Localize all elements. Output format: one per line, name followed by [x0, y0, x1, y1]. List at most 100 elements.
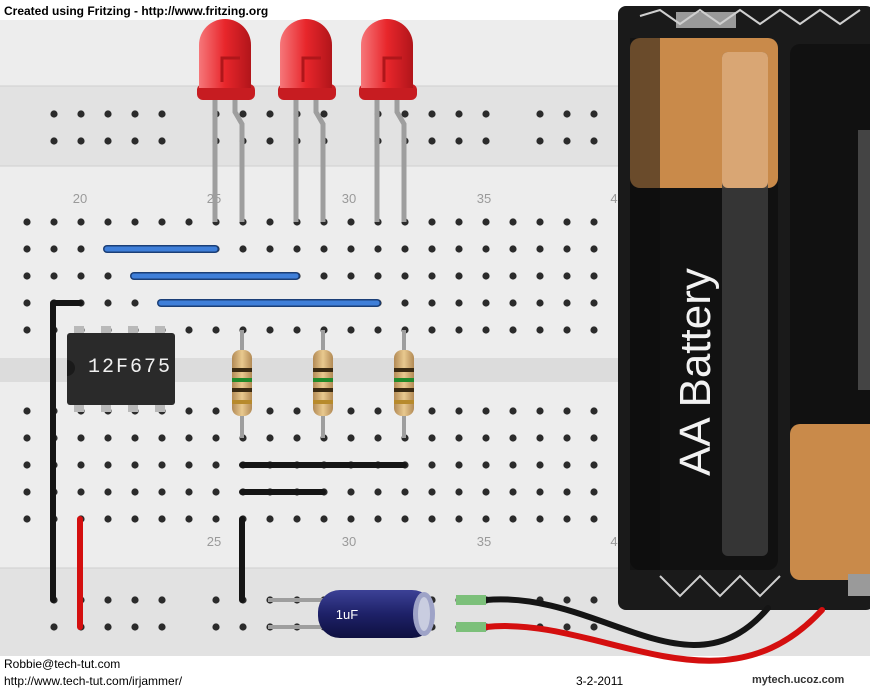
led-group — [197, 19, 417, 222]
breadboard-hole — [428, 299, 436, 307]
breadboard-hole — [158, 137, 166, 145]
breadboard-hole — [212, 461, 220, 469]
battery-red-lead — [483, 607, 825, 664]
breadboard-hole — [77, 434, 85, 442]
breadboard-hole — [455, 245, 463, 253]
breadboard-hole — [536, 515, 544, 523]
breadboard-hole — [590, 623, 598, 631]
breadboard-hole — [131, 623, 139, 631]
breadboard-hole — [293, 245, 301, 253]
breadboard-hole — [455, 299, 463, 307]
breadboard-hole — [509, 299, 517, 307]
breadboard-hole — [266, 218, 274, 226]
breadboard-hole — [239, 245, 247, 253]
breadboard-hole — [590, 245, 598, 253]
breadboard-hole — [590, 218, 598, 226]
breadboard-hole — [455, 272, 463, 280]
breadboard-hole — [482, 515, 490, 523]
breadboard-hole — [131, 434, 139, 442]
breadboard-hole — [266, 326, 274, 334]
breadboard-hole — [293, 407, 301, 415]
breadboard-hole — [23, 515, 31, 523]
breadboard-hole — [455, 110, 463, 118]
breadboard-hole — [482, 110, 490, 118]
breadboard-hole — [266, 434, 274, 442]
col-label-30-bottom: 30 — [342, 534, 356, 549]
breadboard-hole — [455, 218, 463, 226]
red-led-1 — [197, 19, 255, 222]
breadboard-hole — [158, 461, 166, 469]
breadboard-hole — [509, 245, 517, 253]
breadboard-hole — [536, 137, 544, 145]
breadboard-hole — [23, 407, 31, 415]
breadboard-hole — [590, 299, 598, 307]
breadboard-hole — [266, 245, 274, 253]
breadboard-hole — [23, 326, 31, 334]
capacitor-label: 1uF — [336, 607, 358, 622]
breadboard-hole — [185, 488, 193, 496]
project-date: 3-2-2011 — [576, 674, 624, 688]
col-label-20: 20 — [73, 191, 87, 206]
breadboard-hole — [428, 272, 436, 280]
black-wire-left — [50, 300, 83, 603]
red-led-2 — [278, 19, 336, 222]
breadboard-hole — [536, 434, 544, 442]
breadboard-hole — [536, 488, 544, 496]
breadboard-hole — [563, 407, 571, 415]
wires — [50, 245, 825, 664]
breadboard-hole — [158, 488, 166, 496]
breadboard-hole — [239, 110, 247, 118]
breadboard-hole — [158, 623, 166, 631]
breadboard-hole — [482, 299, 490, 307]
resistor-1 — [232, 330, 252, 438]
breadboard-hole — [428, 218, 436, 226]
breadboard-hole — [482, 488, 490, 496]
breadboard-hole — [401, 515, 409, 523]
breadboard-hole — [590, 110, 598, 118]
battery-spring-bottom — [659, 574, 781, 598]
breadboard-hole — [158, 515, 166, 523]
breadboard-hole — [563, 137, 571, 145]
breadboard-hole — [185, 434, 193, 442]
breadboard-hole — [50, 137, 58, 145]
breadboard-hole — [104, 110, 112, 118]
breadboard-hole — [131, 137, 139, 145]
col-label-40: 4 — [610, 191, 617, 206]
breadboard-hole — [104, 623, 112, 631]
breadboard-hole — [428, 407, 436, 415]
breadboard-hole — [77, 272, 85, 280]
breadboard-hole — [320, 110, 328, 118]
breadboard-hole — [482, 137, 490, 145]
breadboard-hole — [374, 245, 382, 253]
breadboard-hole — [77, 218, 85, 226]
breadboard-hole — [158, 434, 166, 442]
breadboard-hole — [320, 272, 328, 280]
breadboard-hole — [50, 623, 58, 631]
col-label-30: 30 — [342, 191, 356, 206]
breadboard-hole — [104, 434, 112, 442]
breadboard-hole — [509, 434, 517, 442]
breadboard-hole — [23, 299, 31, 307]
breadboard-hole — [131, 299, 139, 307]
breadboard-hole — [347, 218, 355, 226]
breadboard-hole — [374, 407, 382, 415]
breadboard-hole — [563, 596, 571, 604]
breadboard-hole — [590, 407, 598, 415]
breadboard-hole — [212, 596, 220, 604]
breadboard-hole — [401, 110, 409, 118]
breadboard-hole — [509, 326, 517, 334]
breadboard-hole — [77, 245, 85, 253]
breadboard-hole — [428, 488, 436, 496]
breadboard-hole — [563, 515, 571, 523]
breadboard-hole — [509, 515, 517, 523]
breadboard-hole — [158, 596, 166, 604]
breadboard-hole — [50, 110, 58, 118]
breadboard-hole — [455, 515, 463, 523]
breadboard-hole — [563, 461, 571, 469]
breadboard-hole — [509, 218, 517, 226]
breadboard-hole — [482, 272, 490, 280]
breadboard-hole — [131, 488, 139, 496]
breadboard-hole — [212, 488, 220, 496]
breadboard-hole — [50, 218, 58, 226]
